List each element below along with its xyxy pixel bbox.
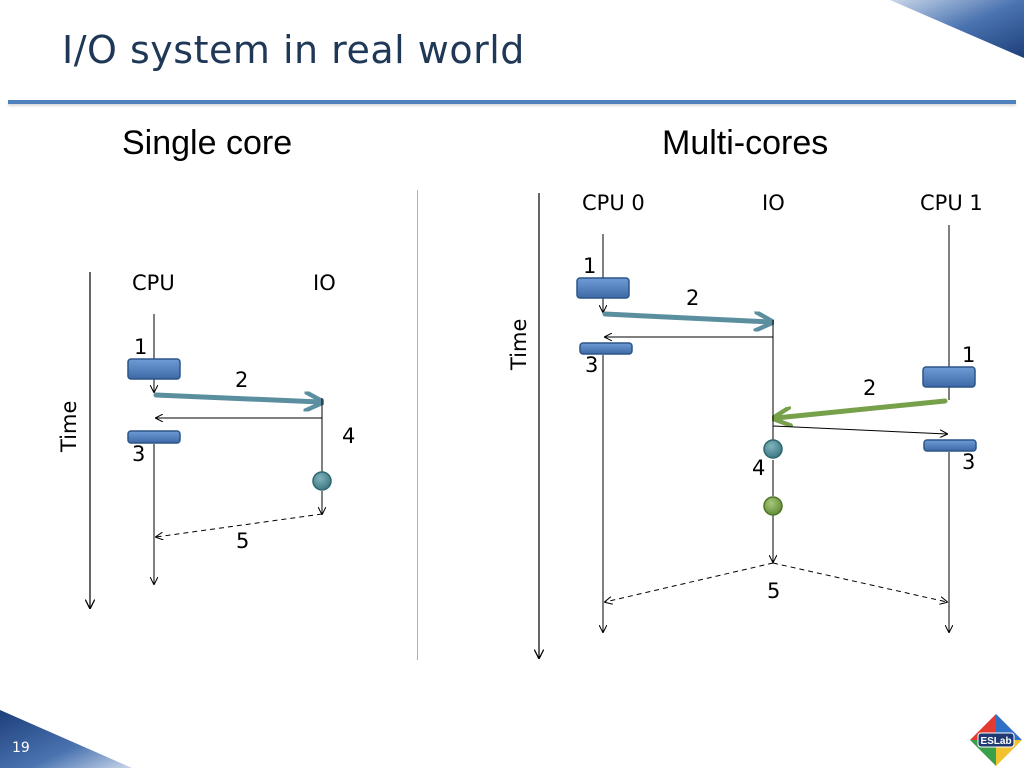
multi-io-label: IO bbox=[762, 191, 785, 215]
title-underline bbox=[8, 100, 1016, 104]
multi-cpu1-step1-block bbox=[922, 366, 976, 388]
multi-cpu0-step3-block bbox=[579, 342, 633, 355]
multi-cpu1-step3-label: 3 bbox=[962, 450, 975, 474]
multi-cpu1-step1-label: 1 bbox=[962, 343, 975, 367]
multi-time-label: Time bbox=[507, 319, 531, 371]
single-step1-block bbox=[127, 358, 181, 380]
multi-cores-heading: Multi-cores bbox=[662, 124, 829, 162]
multi-cpu1-step3-block bbox=[923, 439, 977, 452]
multi-cpu0-step3-label: 3 bbox=[585, 353, 598, 377]
single-step2-label: 2 bbox=[235, 368, 248, 392]
single-step4-label: 4 bbox=[342, 424, 355, 448]
multi-step5-dashed-arrow-cpu1 bbox=[772, 562, 947, 602]
single-step3-block bbox=[127, 430, 181, 444]
multi-step4-label: 4 bbox=[752, 456, 765, 480]
corner-decoration-bottom-left bbox=[0, 710, 132, 768]
single-step1-label: 1 bbox=[134, 335, 147, 359]
multi-cpu0-step1-label: 1 bbox=[583, 254, 596, 278]
single-cpu-label: CPU bbox=[132, 271, 175, 295]
single-core-diagram: Time CPU IO 1 2 3 4 5 bbox=[57, 271, 355, 608]
multi-step5-dashed-arrow-cpu0 bbox=[605, 562, 774, 602]
multi-io-to-cpu1-return-arrow bbox=[772, 425, 947, 434]
multi-cpu1-step2-arrow bbox=[776, 398, 948, 418]
single-step5-label: 5 bbox=[236, 529, 249, 553]
single-io-label: IO bbox=[313, 271, 336, 295]
single-time-label: Time bbox=[57, 401, 81, 453]
multi-cpu0-step2-arrow bbox=[602, 314, 770, 322]
multi-step4-green-circle bbox=[763, 496, 783, 516]
multi-cpu0-label: CPU 0 bbox=[582, 191, 645, 215]
eslab-logo-text: ESLab bbox=[980, 736, 1011, 747]
single-step2-arrow bbox=[153, 395, 320, 402]
multi-cpu1-step2-label: 2 bbox=[863, 376, 876, 400]
multi-core-diagram: Time CPU 0 IO CPU 1 1 2 3 1 2 3 4 bbox=[507, 191, 983, 658]
eslab-logo: ESLab bbox=[968, 712, 1024, 768]
single-step3-label: 3 bbox=[132, 442, 145, 466]
corner-decoration-top-right bbox=[890, 0, 1024, 58]
multi-step4-teal-circle bbox=[763, 439, 783, 459]
single-core-heading: Single core bbox=[122, 124, 293, 162]
multi-cpu1-label: CPU 1 bbox=[920, 191, 983, 215]
section-divider bbox=[417, 190, 418, 660]
multi-cpu0-step1-block bbox=[576, 277, 630, 299]
single-step4-circle bbox=[312, 471, 332, 491]
multi-cpu0-step2-label: 2 bbox=[686, 286, 699, 310]
slide-title: I/O system in real world bbox=[62, 28, 525, 72]
multi-step5-label: 5 bbox=[767, 579, 780, 603]
single-step5-dashed-arrow bbox=[156, 513, 323, 537]
page-number: 19 bbox=[12, 740, 30, 756]
